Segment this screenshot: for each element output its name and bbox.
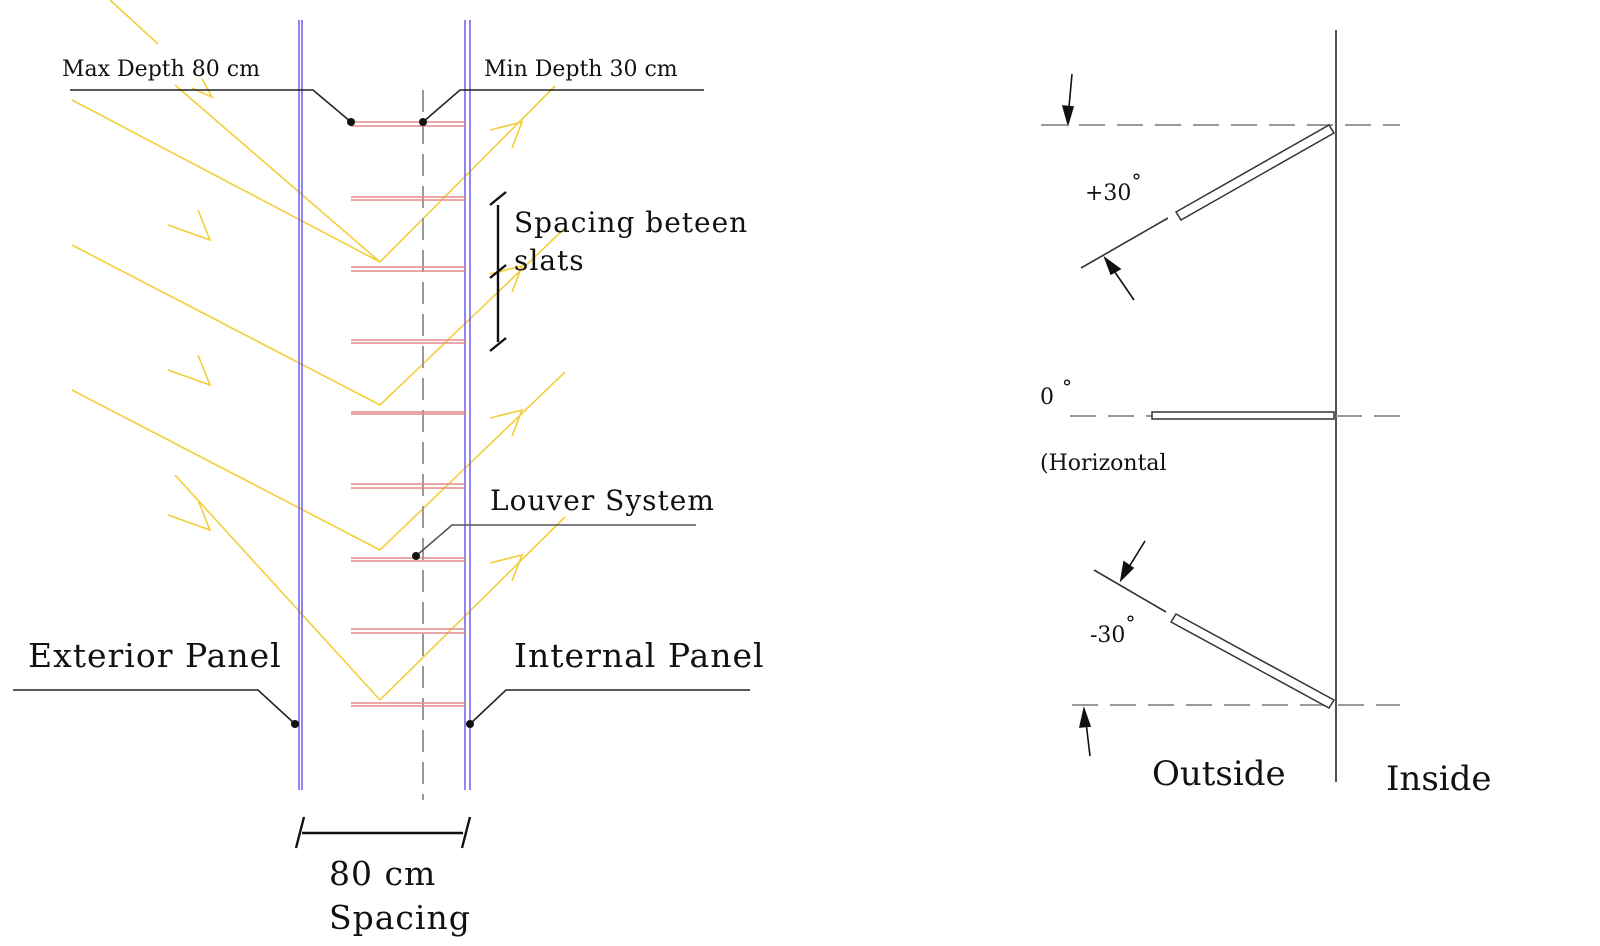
louver-system-label: Louver System — [490, 484, 715, 517]
min-depth-leader — [422, 89, 704, 123]
panel-spacing-value: 80 cm — [329, 854, 436, 893]
light-ray — [109, 0, 159, 45]
max-depth-leader — [70, 89, 352, 123]
inside-label: Inside — [1386, 759, 1492, 799]
slat-spacing-label: Spacing beteen — [514, 206, 748, 239]
leader-lines — [13, 89, 750, 725]
louver-slat — [351, 628, 465, 634]
angle-plus-30-value: +30 — [1085, 181, 1131, 206]
degree-symbol: ° — [1062, 375, 1072, 399]
louver-slat — [351, 266, 465, 272]
light-ray — [379, 371, 566, 551]
slat-spacing-dimension — [489, 191, 507, 352]
leader-dots — [291, 118, 474, 728]
angle-minus-30-value: -30 — [1090, 623, 1125, 648]
louver-slat — [351, 196, 465, 201]
ray-arrowhead — [167, 499, 212, 532]
light-ray — [379, 85, 556, 263]
exterior-panel — [298, 20, 303, 790]
louver-slat — [351, 339, 465, 344]
left-diagram: Max Depth 80 cm Min Depth 30 cm Spacing … — [13, 0, 765, 937]
ray-arrowhead — [489, 408, 524, 437]
light-ray — [174, 474, 381, 701]
ray-arrowhead — [489, 120, 524, 149]
angle-extension-lines — [1080, 217, 1169, 613]
angle-plus-30-label: +30° — [1085, 169, 1141, 206]
louver-slats — [351, 121, 465, 707]
angle-zero-value: 0 — [1040, 385, 1054, 410]
light-ray — [174, 84, 381, 263]
internal-panel-leader — [469, 689, 750, 725]
slat-plus-30 — [1174, 123, 1336, 222]
ray-arrowhead — [489, 264, 524, 293]
slat-zero — [1151, 411, 1335, 420]
arrowhead — [1078, 706, 1092, 728]
angle-minus-30-label: -30° — [1090, 611, 1135, 648]
louver-slat — [351, 557, 465, 562]
light-ray — [71, 244, 381, 406]
louver-slat — [351, 411, 465, 415]
arrowhead — [1119, 560, 1135, 583]
ray-arrowhead — [167, 209, 212, 242]
arrowhead — [1103, 255, 1122, 276]
arrowhead — [1061, 105, 1075, 127]
louver-slat — [351, 121, 465, 127]
slat-spacing-label-cont: slats — [514, 244, 585, 277]
horizontal-note-label: (Horizontal — [1040, 451, 1167, 476]
min-depth-label: Min Depth 30 cm — [484, 57, 678, 82]
angle-arrows — [1061, 73, 1146, 757]
slat-minus-30 — [1169, 613, 1336, 709]
max-depth-label: Max Depth 80 cm — [62, 57, 260, 82]
light-ray — [71, 99, 381, 263]
louver-system-leader — [415, 524, 696, 557]
internal-panel-label: Internal Panel — [514, 636, 765, 675]
internal-panel — [464, 20, 471, 790]
ray-arrowhead — [489, 553, 524, 582]
right-diagram: +30° 0° (Horizontal -30° Outside Inside — [1040, 30, 1492, 799]
degree-symbol: ° — [1131, 169, 1141, 193]
louver-slat — [351, 702, 465, 707]
exterior-panel-label: Exterior Panel — [28, 636, 282, 675]
light-ray — [71, 389, 381, 551]
outside-label: Outside — [1152, 754, 1286, 794]
louver-slat — [351, 483, 465, 489]
light-ray — [379, 227, 566, 406]
exterior-panel-leader — [13, 689, 296, 725]
degree-symbol: ° — [1125, 611, 1135, 635]
light-rays — [71, 0, 566, 701]
ray-arrowhead — [191, 78, 214, 99]
angle-zero-label: 0° — [1040, 375, 1072, 410]
angled-slats — [1151, 123, 1336, 709]
panel-spacing-dimension — [294, 816, 472, 849]
ray-arrowhead — [167, 354, 212, 387]
light-ray — [379, 516, 566, 701]
panel-spacing-label: Spacing — [329, 898, 471, 937]
